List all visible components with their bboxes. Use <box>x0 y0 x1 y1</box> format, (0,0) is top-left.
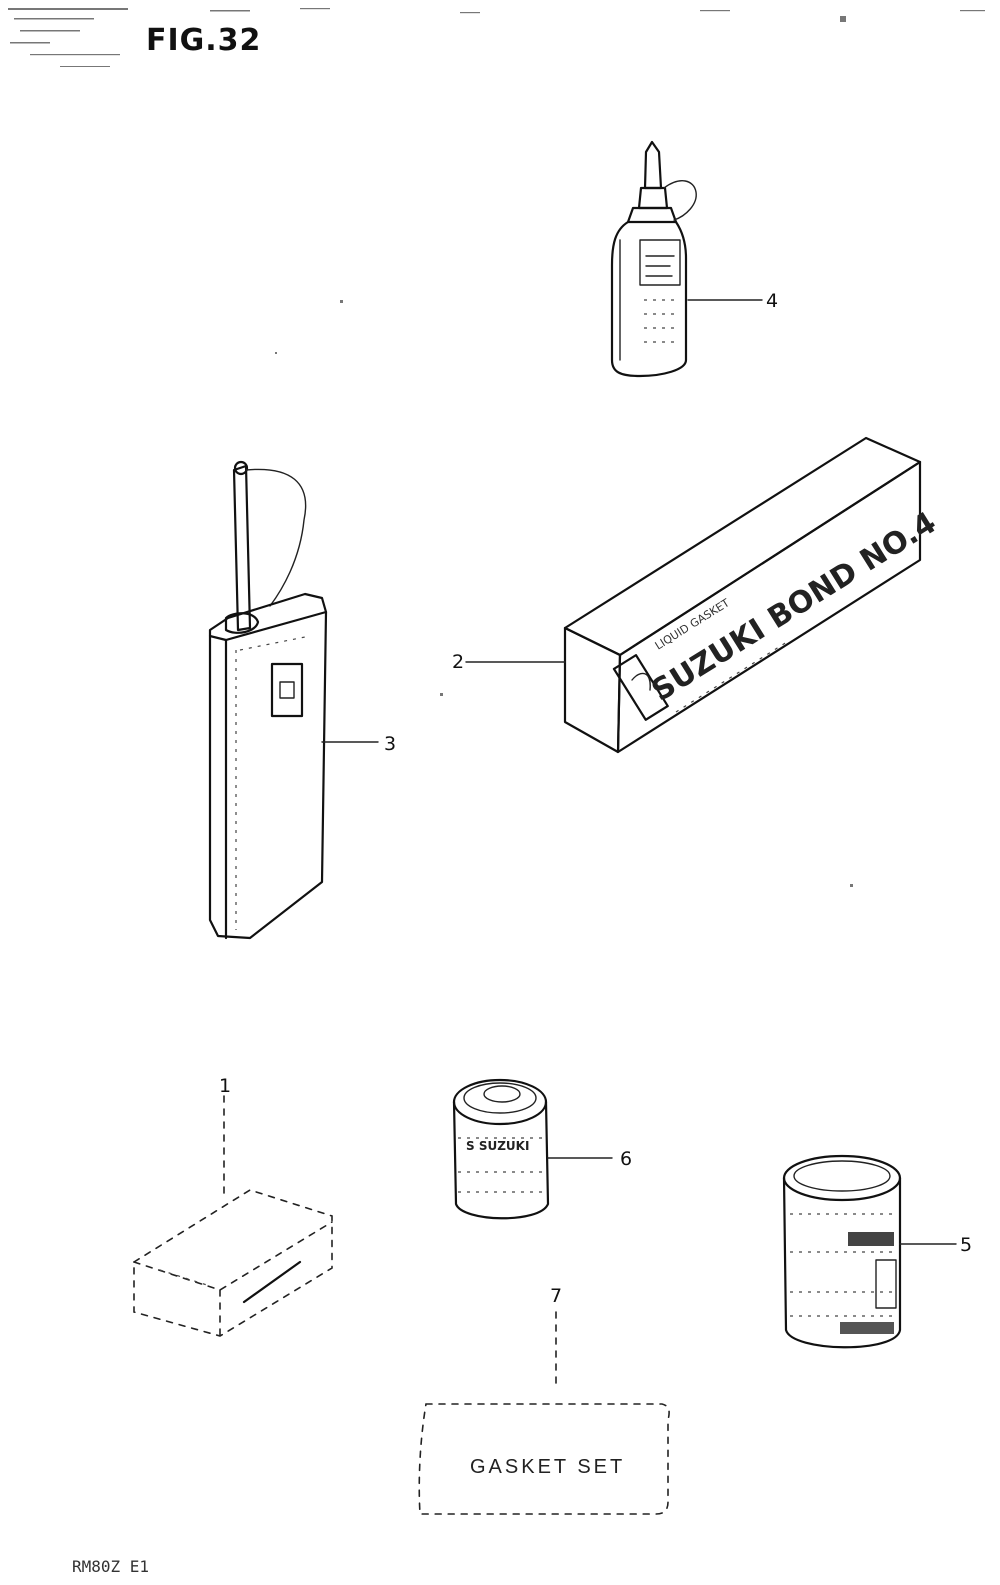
scan-noise <box>8 8 985 887</box>
callout-5-label: 5 <box>960 1234 972 1256</box>
drawing-code: RM80Z E1 <box>72 1557 149 1576</box>
part-4-oil-bottle <box>610 140 697 378</box>
part-6-small-can: S SUZUKI <box>452 1078 550 1220</box>
callout-2: 2 <box>452 651 566 673</box>
callout-3: 3 <box>321 733 396 755</box>
figure-title: FIG.32 <box>146 23 261 58</box>
callout-5: 5 <box>899 1234 972 1256</box>
callout-6: 6 <box>547 1148 632 1170</box>
gasket-set-label: GASKET SET <box>470 1456 625 1478</box>
callout-1: 1 <box>219 1075 231 1097</box>
part-3-oil-can <box>208 460 328 940</box>
callout-4-label: 4 <box>766 290 778 312</box>
part-1-box <box>133 1095 333 1337</box>
callout-2-label: 2 <box>452 651 464 673</box>
callout-6-label: 6 <box>620 1148 632 1170</box>
part-5-tall-can <box>782 1154 902 1349</box>
box-maker-text: SUZUKI BOND NO.4 <box>646 505 943 708</box>
can6-brand: S SUZUKI <box>466 1139 529 1153</box>
callout-7: 7 <box>550 1285 562 1307</box>
callout-1-label: 1 <box>219 1075 231 1097</box>
callout-7-label: 7 <box>550 1285 562 1307</box>
part-2-bond-box: LIQUID GASKET SUZUKI BOND NO.4 <box>563 436 943 754</box>
part-7-gasket-set: GASKET SET <box>418 1311 670 1515</box>
callout-3-label: 3 <box>384 733 396 755</box>
callout-4: 4 <box>687 290 778 312</box>
